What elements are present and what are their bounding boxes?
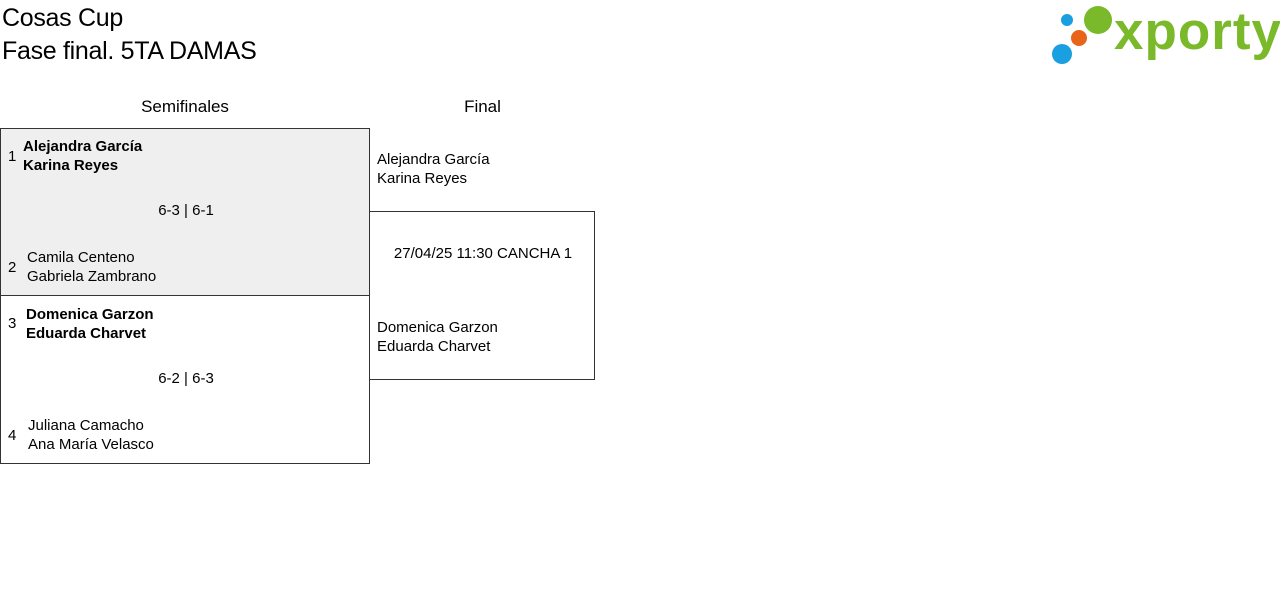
team-winner: Domenica Garzon Eduarda Charvet: [26, 305, 154, 343]
team-loser: Juliana Camacho Ana María Velasco: [28, 416, 154, 454]
round-header-final: Final: [464, 97, 501, 116]
semifinal-match-2[interactable]: 3 Domenica Garzon Eduarda Charvet 6-2 | …: [0, 295, 370, 464]
final-match[interactable]: 27/04/25 11:30 CANCHA 1: [369, 211, 595, 380]
player-name: Karina Reyes: [377, 170, 468, 187]
player-name: Eduarda Charvet: [377, 338, 491, 355]
player-name: Domenica Garzon: [377, 319, 498, 336]
player-name: Eduarda Charvet: [26, 325, 147, 342]
logo-dot-blue-small: [1061, 14, 1073, 26]
player-name: Alejandra García: [23, 138, 143, 155]
final-team-bottom: Domenica Garzon Eduarda Charvet: [377, 318, 498, 356]
tournament-title: Cosas Cup: [2, 4, 123, 32]
player-name: Juliana Camacho: [28, 417, 144, 434]
match-score: 6-3 | 6-1: [158, 202, 214, 219]
logo-dot-blue: [1052, 44, 1072, 64]
team-winner: Alejandra García Karina Reyes: [23, 137, 142, 175]
logo-dot-green: [1084, 6, 1112, 34]
semifinal-match-1[interactable]: 1 Alejandra García Karina Reyes 6-3 | 6-…: [0, 128, 370, 296]
player-name: Karina Reyes: [23, 157, 119, 174]
xporty-logo: xporty: [1050, 2, 1280, 68]
seed-number: 3: [8, 315, 17, 332]
match-schedule: 27/04/25 11:30 CANCHA 1: [393, 245, 573, 262]
match-score: 6-2 | 6-3: [158, 370, 214, 387]
player-name: Camila Centeno: [27, 249, 135, 266]
player-name: Alejandra García: [377, 151, 490, 168]
seed-number: 1: [8, 148, 17, 165]
seed-number: 2: [8, 259, 17, 276]
player-name: Gabriela Zambrano: [27, 268, 157, 285]
round-header-semifinals: Semifinales: [141, 97, 229, 116]
logo-wordmark: xporty: [1114, 2, 1280, 61]
player-name: Domenica Garzon: [26, 306, 154, 323]
logo-dot-orange: [1071, 30, 1087, 46]
team-loser: Camila Centeno Gabriela Zambrano: [27, 248, 156, 286]
phase-title: Fase final. 5TA DAMAS: [2, 37, 257, 65]
final-team-top: Alejandra García Karina Reyes: [377, 150, 490, 188]
seed-number: 4: [8, 427, 17, 444]
player-name: Ana María Velasco: [28, 436, 154, 453]
